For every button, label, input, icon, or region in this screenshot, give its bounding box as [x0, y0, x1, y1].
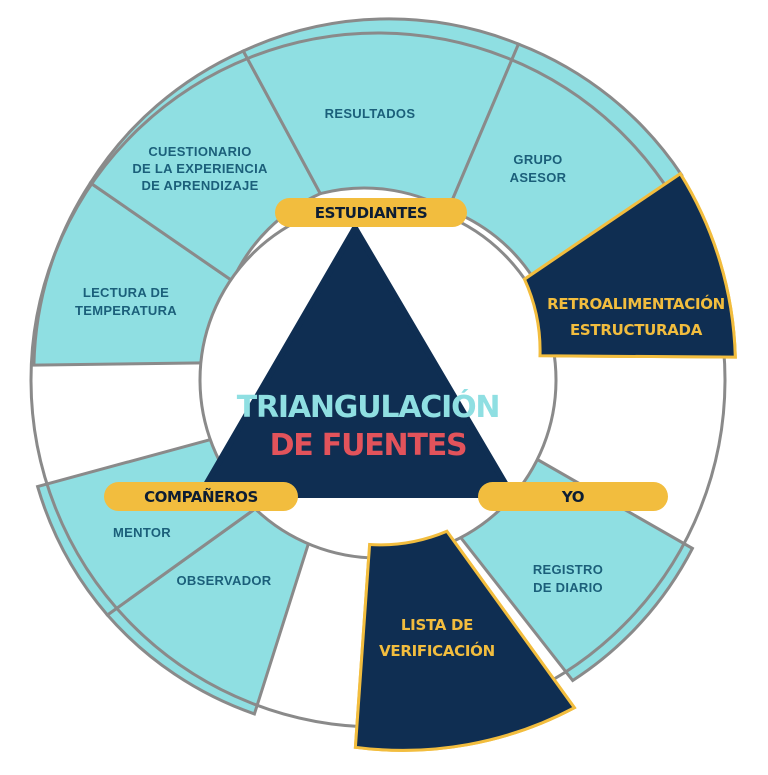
- corner-label-estudiantes: ESTUDIANTES: [315, 204, 428, 222]
- label-retro: RETROALIMENTACIÓN ESTRUCTURADA: [547, 294, 725, 339]
- segment-resultados: [241, 17, 521, 212]
- corner-label-yo: YO: [561, 488, 584, 506]
- segment-lista-top: [353, 529, 577, 752]
- pill-yo: [478, 482, 668, 511]
- segment-label-line: DE APRENDIZAJE: [141, 178, 258, 193]
- label-grupo: GRUPO ASESOR: [510, 152, 567, 185]
- label-registro: REGISTRO DE DIARIO: [533, 562, 603, 595]
- center-title-line2: DE FUENTES: [270, 428, 467, 463]
- segment-label-line: OBSERVADOR: [177, 573, 272, 588]
- segment-label-line: VERIFICACIÓN: [379, 641, 495, 660]
- pill-companeros: [104, 482, 298, 511]
- segment-label-line: ASESOR: [510, 170, 567, 185]
- segment-label-line: MENTOR: [113, 525, 171, 540]
- center-triangle: [197, 225, 515, 498]
- segment-label-line: TEMPERATURA: [75, 303, 177, 318]
- segment-label-line: GRUPO: [513, 152, 562, 167]
- segment-label-line: LISTA DE: [401, 616, 473, 634]
- label-lista: LISTA DE VERIFICACIÓN: [379, 616, 495, 660]
- label-lectura: LECTURA DE TEMPERATURA: [75, 285, 177, 318]
- segment-label-line: CUESTIONARIO: [148, 144, 251, 159]
- segment-label-line: LECTURA DE: [83, 285, 169, 300]
- center-title-line1: TRIANGULACIÓN: [237, 388, 500, 425]
- label-cuestionario: CUESTIONARIO DE LA EXPERIENCIA DE APRENDIZ…: [132, 144, 268, 193]
- segment-label-line: DE DIARIO: [533, 580, 603, 595]
- segment-retro-top: [522, 171, 737, 359]
- label-mentor: MENTOR: [113, 525, 171, 540]
- segment-label-line: RESULTADOS: [325, 106, 416, 121]
- pill-estudiantes: [275, 198, 467, 227]
- segment-label-line: DE LA EXPERIENCIA: [132, 161, 268, 176]
- label-observador: OBSERVADOR: [177, 573, 272, 588]
- corner-label-companeros: COMPAÑEROS: [144, 487, 258, 506]
- segment-label-line: RETROALIMENTACIÓN: [547, 294, 725, 313]
- segment-label-line: REGISTRO: [533, 562, 603, 577]
- label-resultados: RESULTADOS: [325, 106, 416, 121]
- segment-label-line: ESTRUCTURADA: [570, 321, 703, 339]
